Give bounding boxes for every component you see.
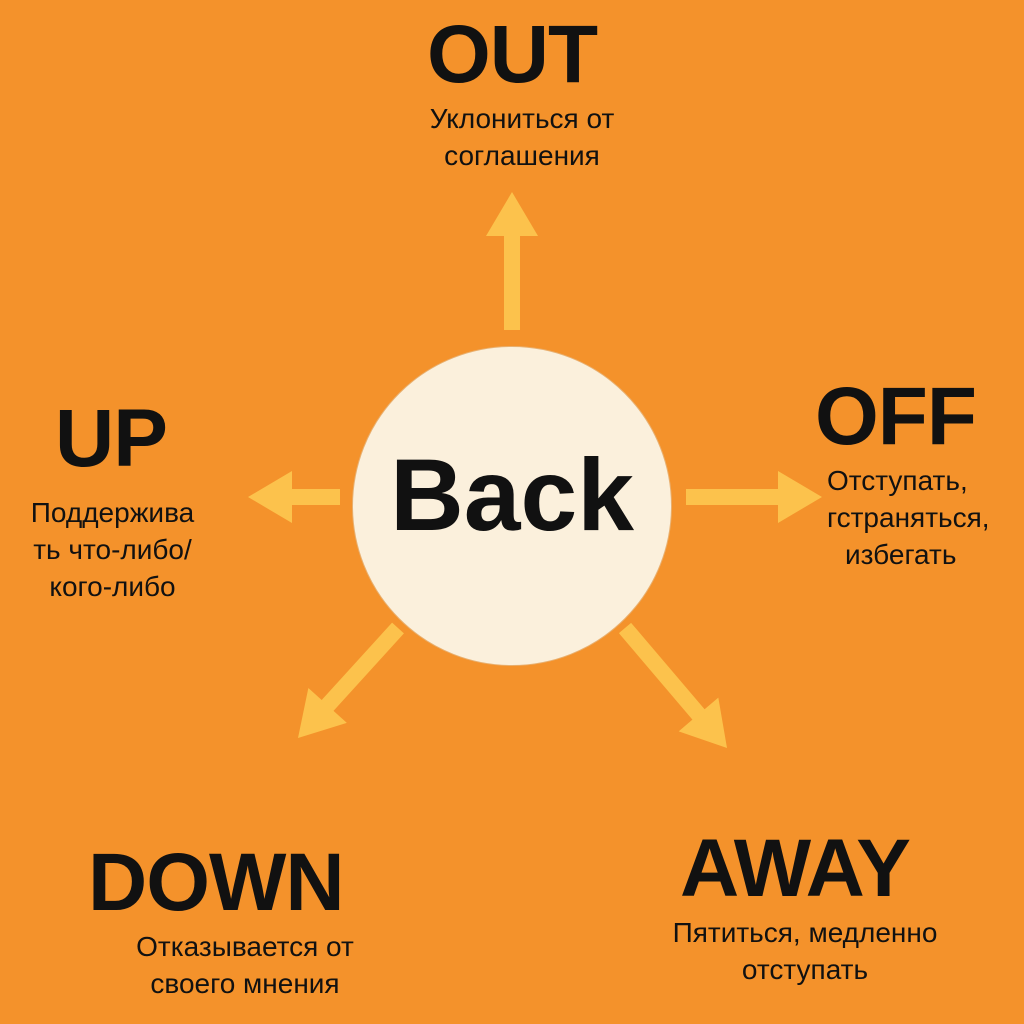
desc-line: Уклониться от [429,103,615,134]
center-circle: Back [352,346,672,666]
title-up: UP [55,393,168,484]
center-word: Back [390,437,634,552]
desc-line: избегать [845,539,957,570]
title-off: OFF [815,371,977,462]
desc-line: соглашения [444,140,600,171]
title-away: AWAY [680,823,911,914]
arrow-out [486,192,538,330]
arrow-up [248,471,340,523]
desc-off: Отступать, гстраняться, избегать [815,462,1024,573]
desc-line: отступать [741,954,869,985]
desc-line: ть что-либо/ [33,534,192,565]
desc-up: Поддержива ть что-либо/ кого-либо [0,494,225,605]
title-down: DOWN [88,837,345,928]
desc-line: гстраняться, [827,502,990,533]
desc-down: Отказывается от своего мнения [95,928,395,1002]
title-out: OUT [426,9,598,100]
desc-line: Поддержива [30,497,195,528]
desc-out: Уклониться от соглашения [372,100,672,174]
desc-line: Отказывается от [136,931,354,962]
desc-line: своего мнения [150,968,340,999]
desc-line: Пятиться, медленно [672,917,938,948]
arrow-away [618,622,727,748]
desc-line: Отступать, [827,465,968,496]
desc-away: Пятиться, медленно отступать [640,914,970,988]
arrow-down [298,622,404,738]
arrow-off [686,471,822,523]
desc-line: кого-либо [49,571,176,602]
